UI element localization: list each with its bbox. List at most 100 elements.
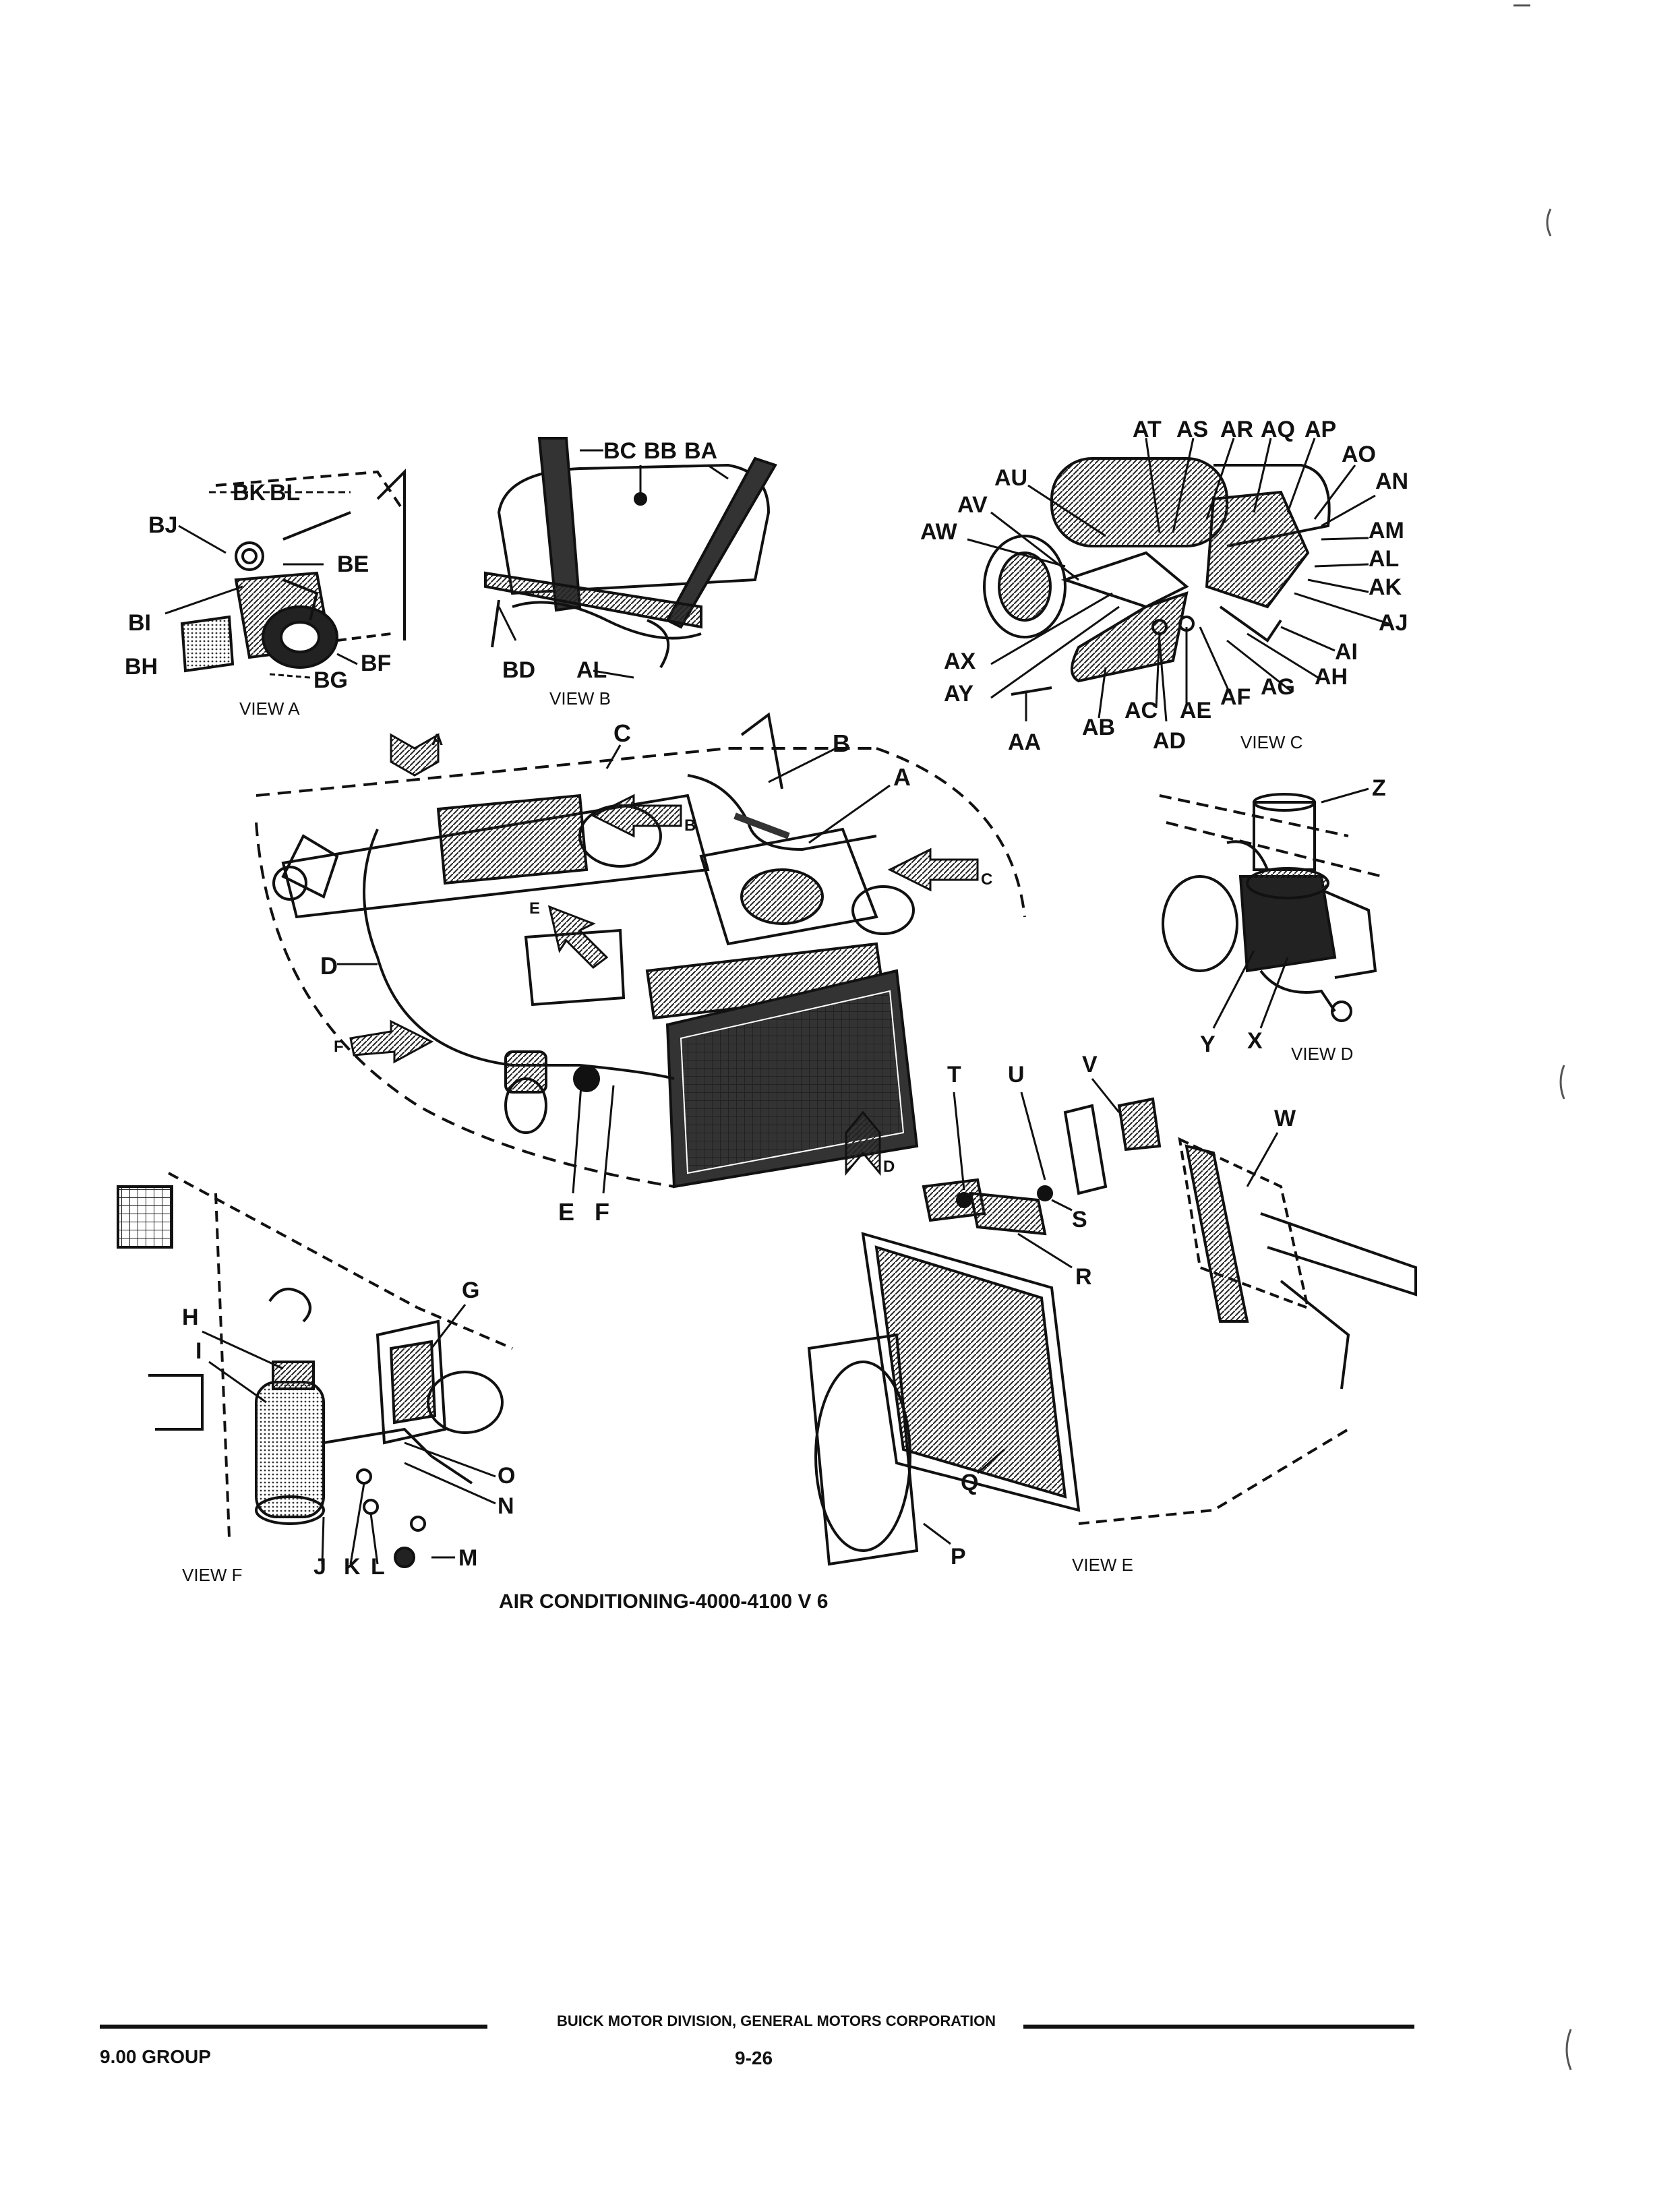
view-f-arrow	[349, 1019, 434, 1064]
callout-y: Y	[1200, 1032, 1216, 1057]
view-d-arrow	[845, 1110, 881, 1176]
view-a-drawing	[180, 469, 406, 673]
view-e-arrow-letter: E	[529, 899, 540, 918]
callout-ax: AX	[944, 649, 976, 674]
view-e-arrow	[547, 905, 609, 969]
callout-i: I	[196, 1338, 202, 1364]
callout-ah: AH	[1315, 664, 1348, 690]
callout-af: AF	[1220, 684, 1251, 710]
callout-p: P	[951, 1544, 966, 1570]
callout-z: Z	[1372, 775, 1386, 801]
main-view-arrows	[349, 733, 979, 1176]
callout-a: A	[893, 763, 911, 791]
callout-o: O	[498, 1463, 515, 1489]
view-f-leaders	[202, 1304, 496, 1565]
callout-as: AS	[1176, 417, 1208, 442]
callout-be: BE	[337, 551, 369, 577]
diagram-title: AIR CONDITIONING-4000-4100 V 6	[499, 1590, 828, 1613]
view-c-arrow	[887, 847, 979, 892]
callout-u: U	[1008, 1062, 1025, 1087]
main-leaders	[337, 744, 891, 1194]
callout-bb: BB	[644, 438, 677, 464]
view-e-leaders	[923, 1078, 1279, 1545]
view-b-arrow	[591, 794, 682, 838]
callout-c: C	[613, 719, 631, 747]
margin-marks	[1513, 4, 1572, 2070]
view-c: AT AS AR AQ AP AO AU AN AV AW AM AL AK A…	[920, 417, 1408, 755]
view-f-caption: VIEW F	[182, 1565, 243, 1585]
callout-ab: AB	[1082, 715, 1115, 740]
view-c-drawing	[983, 457, 1331, 696]
footer-group: 9.00 GROUP	[100, 2046, 211, 2067]
footer-page-number: 9-26	[735, 2048, 773, 2068]
callout-bi: BI	[128, 610, 151, 636]
view-b-arrow-letter: B	[684, 816, 696, 835]
view-e-caption: VIEW E	[1072, 1555, 1133, 1575]
callout-t: T	[947, 1062, 961, 1087]
callout-m: M	[458, 1545, 477, 1571]
callout-v: V	[1082, 1052, 1098, 1077]
callout-ay: AY	[944, 681, 973, 707]
callout-n: N	[498, 1493, 514, 1519]
view-f-drawing	[117, 1172, 513, 1568]
view-a-caption: VIEW A	[239, 698, 300, 719]
main-view: A B C D E F A B C D E F	[255, 712, 1026, 1226]
callout-ai: AI	[1335, 639, 1358, 665]
view-d-drawing	[1159, 793, 1383, 1022]
callout-bh: BH	[125, 654, 158, 680]
view-b-leaders	[498, 449, 729, 679]
callout-bg: BG	[313, 667, 348, 693]
callout-r: R	[1075, 1264, 1092, 1290]
callout-j: J	[313, 1554, 326, 1580]
footer-publisher: BUICK MOTOR DIVISION, GENERAL MOTORS COR…	[557, 2012, 996, 2029]
callout-g: G	[462, 1278, 479, 1303]
callout-l: L	[371, 1554, 385, 1580]
callout-f: F	[595, 1198, 609, 1226]
view-e-drawing	[807, 1097, 1417, 1566]
footer-rule-right	[1023, 2025, 1414, 2029]
callout-e: E	[558, 1198, 574, 1226]
view-a-arrow	[390, 733, 440, 777]
callout-al-view-c: AL	[1369, 546, 1399, 572]
view-b-drawing	[484, 437, 777, 669]
callout-s: S	[1072, 1207, 1087, 1232]
view-e: T U V W S R Q P VIEW E	[807, 1052, 1417, 1575]
view-d-arrow-letter: D	[883, 1158, 895, 1176]
callout-an: AN	[1375, 469, 1408, 494]
view-c-caption: VIEW C	[1240, 732, 1302, 752]
callout-x: X	[1247, 1028, 1263, 1054]
callout-ar: AR	[1220, 417, 1253, 442]
callout-aa: AA	[1008, 729, 1041, 755]
callout-aw: AW	[920, 519, 958, 545]
callout-bf: BF	[361, 651, 391, 676]
callout-ak: AK	[1369, 574, 1402, 600]
callout-bl: BL	[270, 480, 300, 506]
view-c-leaders	[967, 438, 1389, 722]
callout-ac: AC	[1124, 698, 1158, 723]
view-d-leaders	[1212, 787, 1369, 1029]
callout-ad: AD	[1153, 728, 1186, 754]
callout-b: B	[833, 729, 850, 757]
view-c-arrow-letter: C	[981, 870, 992, 889]
callout-bc: BC	[603, 438, 636, 464]
callout-q: Q	[961, 1470, 978, 1495]
callout-ag: AG	[1261, 674, 1295, 700]
callout-ap: AP	[1304, 417, 1336, 442]
view-f-arrow-letter: F	[334, 1038, 344, 1056]
callout-bd: BD	[502, 657, 535, 683]
footer-rule-left	[100, 2025, 487, 2029]
view-a-leaders	[164, 491, 358, 679]
callout-at: AT	[1133, 417, 1162, 442]
callout-k: K	[344, 1554, 361, 1580]
view-d-caption: VIEW D	[1291, 1044, 1353, 1064]
callout-bj: BJ	[148, 512, 177, 538]
callout-bk: BK	[233, 480, 266, 506]
view-a-arrow-letter: A	[431, 731, 443, 749]
callout-ao: AO	[1342, 442, 1376, 467]
callout-ae: AE	[1180, 698, 1211, 723]
callout-ba: BA	[684, 438, 717, 464]
view-d: Z Y X VIEW D	[1159, 775, 1386, 1064]
callout-h: H	[182, 1305, 199, 1330]
view-b: BC BB BA BD AL VIEW B	[484, 437, 777, 709]
